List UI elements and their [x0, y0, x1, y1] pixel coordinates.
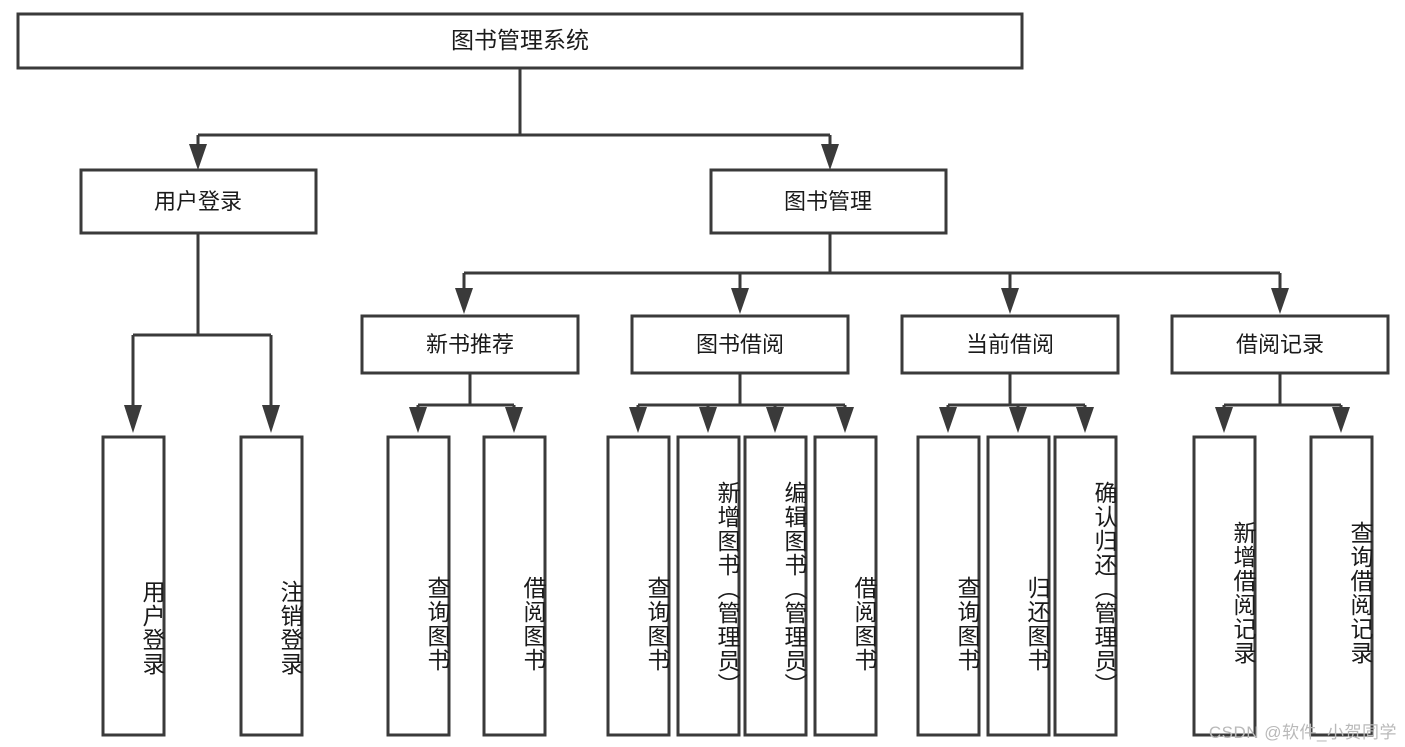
leaf-box-user-login[interactable] — [101, 435, 166, 737]
node-root[interactable]: 图书管理系统 — [16, 12, 1024, 70]
connector-group-user-login — [124, 233, 280, 433]
node-new-book-recommend-box[interactable] — [360, 314, 580, 375]
arrow-cb-c3 — [1076, 407, 1094, 433]
arrow-br-c1 — [1215, 407, 1233, 433]
arrow-root-to-book-management — [821, 144, 839, 170]
arrow-root-to-user-login — [189, 144, 207, 170]
arrow-user-login-c2 — [262, 405, 280, 433]
leaf-box-query-record[interactable] — [1309, 435, 1374, 737]
node-book-borrow-box[interactable] — [630, 314, 850, 375]
node-new-book-recommend[interactable]: 新书推荐 — [360, 314, 580, 375]
arrow-bb-c3 — [766, 407, 784, 433]
node-user-login-label: 用户登录 — [154, 189, 242, 214]
connector-group-book-borrow — [629, 373, 854, 433]
connector-group-new-book-recommend — [409, 373, 523, 433]
node-current-borrow[interactable]: 当前借阅 — [900, 314, 1120, 375]
node-user-login[interactable]: 用户登录 — [79, 168, 318, 235]
leaf-box-query-book-3[interactable] — [916, 435, 981, 737]
node-root-label: 图书管理系统 — [451, 27, 589, 53]
arrow-br-c2 — [1332, 407, 1350, 433]
arrow-bb-c1 — [629, 407, 647, 433]
node-root-box[interactable] — [16, 12, 1024, 70]
arrow-cb-c2 — [1009, 407, 1027, 433]
connector-group-current-borrow — [939, 373, 1094, 433]
node-book-management[interactable]: 图书管理 — [709, 168, 948, 235]
arrow-bm-c3 — [1001, 288, 1019, 314]
node-borrow-record-label: 借阅记录 — [1236, 332, 1324, 357]
leaf-box-query-book-1[interactable] — [386, 435, 451, 737]
node-user-login-box[interactable] — [79, 168, 318, 235]
connector-group-borrow-record — [1215, 373, 1350, 433]
leaf-box-add-book[interactable] — [676, 435, 741, 737]
node-book-management-label: 图书管理 — [784, 189, 872, 214]
leaf-box-logout-login[interactable] — [239, 435, 304, 737]
leaf-box-return-book[interactable] — [986, 435, 1051, 737]
arrow-user-login-c1 — [124, 405, 142, 433]
leaf-box-confirm-return[interactable] — [1053, 435, 1118, 737]
node-borrow-record-box[interactable] — [1170, 314, 1390, 375]
leaf-box-add-record[interactable] — [1192, 435, 1257, 737]
csdn-watermark: CSDN @软件_小贺同学 — [1208, 723, 1397, 742]
arrow-nbr-c2 — [505, 407, 523, 433]
leaf-box-borrow-book-2[interactable] — [813, 435, 878, 737]
node-book-management-box[interactable] — [709, 168, 948, 235]
connector-group-book-management — [455, 233, 1289, 314]
leaf-box-borrow-book-1[interactable] — [482, 435, 547, 737]
arrow-bb-c2 — [699, 407, 717, 433]
leaf-box-edit-book[interactable] — [743, 435, 808, 737]
arrow-nbr-c1 — [409, 407, 427, 433]
arrow-bm-c1 — [455, 288, 473, 314]
node-new-book-recommend-label: 新书推荐 — [426, 332, 514, 357]
arrow-cb-c1 — [939, 407, 957, 433]
arrow-bm-c2 — [731, 288, 749, 314]
node-current-borrow-box[interactable] — [900, 314, 1120, 375]
arrow-bm-c4 — [1271, 288, 1289, 314]
node-book-borrow-label: 图书借阅 — [696, 332, 784, 357]
node-borrow-record[interactable]: 借阅记录 — [1170, 314, 1390, 375]
node-book-borrow[interactable]: 图书借阅 — [630, 314, 850, 375]
connector-group-root — [189, 68, 839, 170]
node-current-borrow-label: 当前借阅 — [966, 332, 1054, 357]
leaf-box-query-book-2[interactable] — [606, 435, 671, 737]
arrow-bb-c4 — [836, 407, 854, 433]
